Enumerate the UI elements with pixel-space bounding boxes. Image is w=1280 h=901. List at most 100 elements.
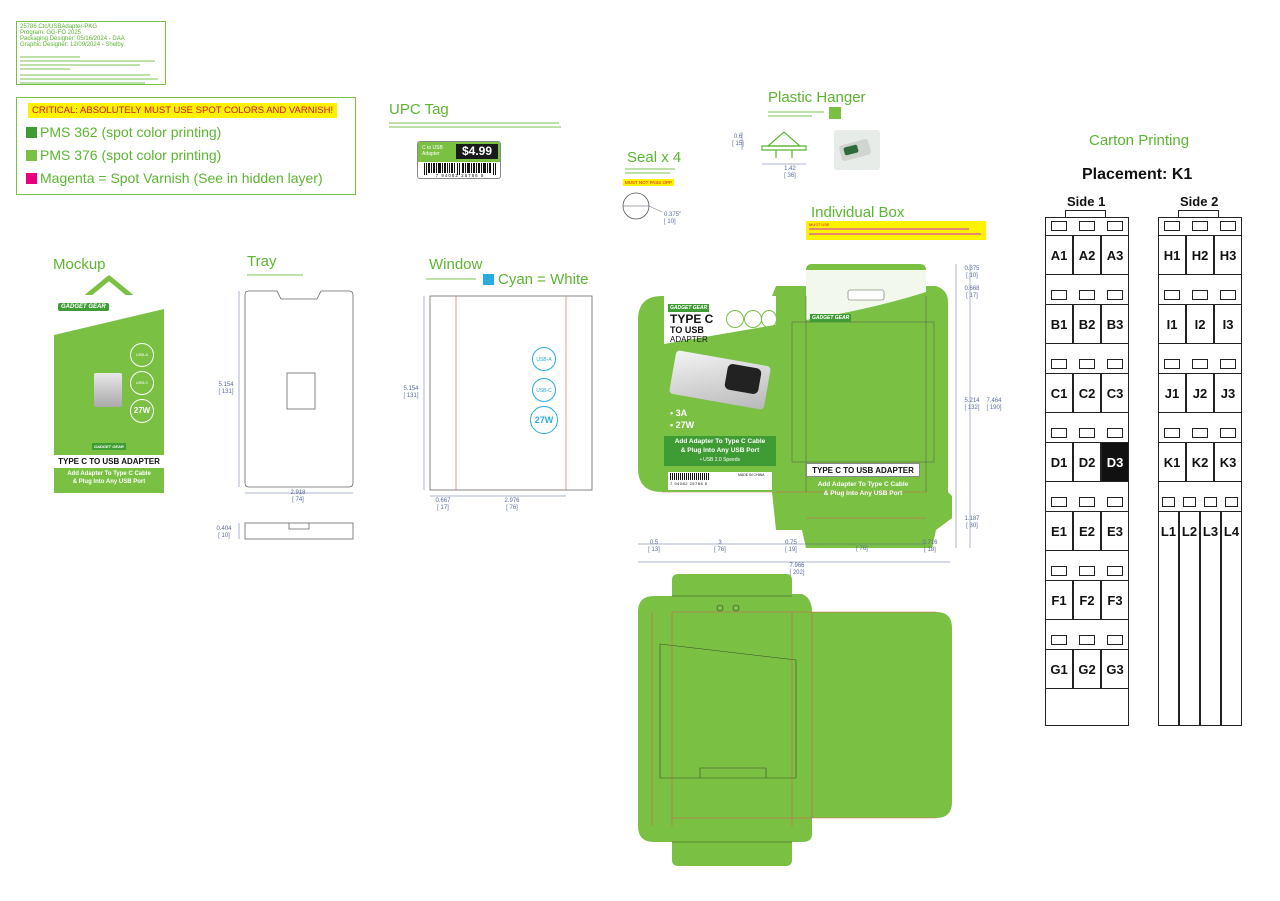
- box-top2-value: 0.668: [964, 286, 980, 292]
- carton-cell: B1: [1045, 304, 1073, 344]
- box-feature-3a: • 3A: [670, 408, 688, 418]
- hanger-width-value: 1.42: [784, 166, 796, 172]
- side2_rows-separator: [1220, 428, 1236, 438]
- box-title-2: TO USB: [670, 325, 704, 335]
- tray-depth-mm: [ 10]: [218, 533, 230, 539]
- box-top2-dim: 0.668[ 17]: [960, 286, 984, 300]
- box-icon-1: [726, 310, 744, 328]
- carton-cell: G3: [1101, 649, 1129, 689]
- box-bot-value: 1.187: [964, 516, 980, 522]
- pms-376-swatch: [26, 149, 37, 161]
- carton-printing-title: Carton Printing: [1089, 132, 1190, 149]
- job-info-line-1: 25786 Ctc/USBAdapter-PKG: [20, 24, 98, 30]
- carton-cell: F3: [1101, 580, 1129, 620]
- side1_rows-separator: [1107, 428, 1123, 438]
- seal-note: MUST NOT PASS OPP: [623, 179, 675, 186]
- window-a-mm: [ 17]: [437, 505, 449, 511]
- window-height-dim: 5.154[ 131]: [400, 386, 422, 400]
- upc-barcode: [424, 163, 496, 175]
- window-title: Window: [429, 256, 483, 273]
- carton-cell: I1: [1158, 304, 1186, 344]
- side1_rows-separator: [1107, 290, 1123, 300]
- mockup-icon-usb-c-label: USB-C: [135, 380, 149, 385]
- box-top-mm: [ 10]: [966, 273, 978, 279]
- carton-placement: Placement: K1: [1082, 166, 1193, 183]
- carton-cell: J3: [1214, 373, 1242, 413]
- carton-cell: K1: [1158, 442, 1186, 482]
- side1_rows-separator: [1079, 428, 1095, 438]
- pms-362-row: PMS 362 (spot color printing): [26, 124, 221, 140]
- box-total-value: 7.464: [986, 398, 1002, 404]
- box-face-dim: 3[ 76]: [710, 540, 730, 554]
- box-right-tagline-2: & Plug Into Any USB Port: [823, 490, 903, 497]
- side2_rows-separator: [1164, 359, 1180, 369]
- tray-drawing: [238, 290, 354, 540]
- carton-cell: D1: [1045, 442, 1073, 482]
- box-top-dim: 0.375[ 10]: [960, 266, 984, 280]
- carton-cell: A2: [1073, 235, 1101, 275]
- carton-cell: H1: [1158, 235, 1186, 275]
- box-side-mm: [ 19]: [785, 547, 797, 553]
- side2-last-separator: [1162, 497, 1175, 507]
- tray-width-mm: [ 74]: [292, 497, 304, 503]
- side1_rows-separator: [1051, 359, 1067, 369]
- seal-dim-mm: [ 10]: [664, 219, 676, 225]
- box-title-3: ADAPTER: [670, 335, 708, 344]
- carton-cell: I2: [1186, 304, 1214, 344]
- individual-box-title: Individual Box: [811, 204, 905, 221]
- color-notes-box: CRITICAL: ABSOLUTELY MUST USE SPOT COLOR…: [16, 97, 356, 195]
- mockup-icon-usb-a: USB-A: [130, 343, 154, 367]
- window-height-value: 5.154: [403, 386, 419, 392]
- hanger-width-mm: [ 36]: [784, 173, 796, 179]
- hanger-photo: [834, 130, 880, 170]
- mockup-card: GADGET GEAR USB-A USB-C 27W GADGET GEAR …: [54, 295, 164, 493]
- hanger-color-swatch: [829, 107, 841, 119]
- box-title-1: TYPE C: [670, 312, 714, 326]
- side1_rows-separator: [1079, 359, 1095, 369]
- side2-last-separator: [1204, 497, 1217, 507]
- carton-cell-tall: L1: [1158, 511, 1179, 726]
- carton-cell: K3: [1214, 442, 1242, 482]
- hanger-height-mm: [ 15]: [732, 141, 744, 147]
- box-side-dim: 0.75[ 19]: [780, 540, 802, 554]
- box-r-dim: 0.716[ 18]: [918, 540, 942, 554]
- carton-cell: A3: [1101, 235, 1129, 275]
- seal-title: Seal x 4: [627, 149, 682, 166]
- mockup-package: GADGET GEAR USB-A USB-C 27W GADGET GEAR …: [52, 275, 166, 495]
- carton-side2-label: Side 2: [1180, 194, 1219, 209]
- side1_rows-separator: [1051, 635, 1067, 645]
- mockup-brand-small: GADGET GEAR: [92, 443, 126, 450]
- side1_rows-separator: [1079, 290, 1095, 300]
- upc-price: $4.99: [456, 144, 498, 159]
- mockup-adapter-window: [94, 373, 122, 407]
- plastic-hanger-title: Plastic Hanger: [768, 89, 866, 106]
- tray-depth-dim: 0.404[ 10]: [214, 526, 234, 540]
- hanger-height-value: 0.6: [733, 134, 743, 140]
- carton-cell: H2: [1186, 235, 1214, 275]
- side1_rows-separator: [1107, 359, 1123, 369]
- window-icon-usb-a-label: USB-A: [536, 357, 552, 363]
- side2_rows-separator: [1220, 359, 1236, 369]
- side1_rows-separator: [1079, 497, 1095, 507]
- side1_rows-separator: [1051, 221, 1067, 231]
- box-right-name-bar: TYPE C TO USB ADAPTER: [806, 463, 920, 477]
- carton-cell: F2: [1073, 580, 1101, 620]
- side2_rows-separator: [1192, 359, 1208, 369]
- window-width-value: 2.976: [504, 498, 520, 504]
- carton-cell: J1: [1158, 373, 1186, 413]
- hanger-height-dim: 0.6[ 15]: [728, 134, 748, 148]
- individual-box-note-label: MUST USE: [809, 222, 830, 227]
- mockup-tagline-1: Add Adapter To Type C Cable: [67, 471, 151, 477]
- carton-cell: B2: [1073, 304, 1101, 344]
- pms-362-label: PMS 362 (spot color printing): [40, 124, 222, 140]
- box-mid-mm: [ 132]: [964, 405, 980, 411]
- carton-cell: D2: [1073, 442, 1101, 482]
- tray-height-dim: 5.154[ 131]: [216, 382, 236, 396]
- carton-cell: B3: [1101, 304, 1129, 344]
- box-top2-mm: [ 17]: [966, 293, 978, 299]
- side1_rows-separator: [1051, 428, 1067, 438]
- side1_rows-separator: [1051, 290, 1067, 300]
- box-feature-27w: • 27W: [670, 420, 695, 430]
- seal-circle: [622, 192, 663, 220]
- carton-cell: G2: [1073, 649, 1101, 689]
